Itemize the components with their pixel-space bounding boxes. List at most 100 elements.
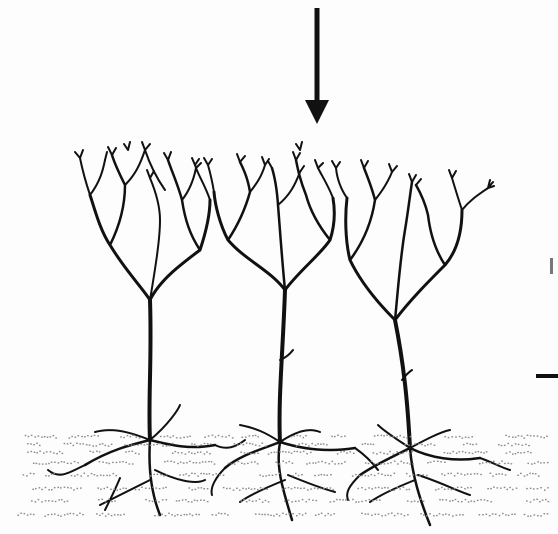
speckle-dot	[511, 445, 513, 446]
speckle-dot	[391, 513, 393, 514]
speckle-dot	[163, 475, 165, 476]
speckle-dot	[156, 500, 158, 501]
speckle-dot	[50, 436, 52, 437]
speckle-dot	[393, 453, 395, 454]
speckle-dot	[358, 501, 360, 502]
speckle-dot	[97, 487, 99, 488]
speckle-dot	[57, 487, 59, 488]
speckle-dot	[381, 515, 383, 516]
speckle-dot	[484, 499, 486, 500]
speckle-dot	[509, 487, 511, 488]
speckle-dot	[449, 500, 451, 501]
speckle-dot	[194, 453, 196, 454]
speckle-dot	[364, 443, 366, 444]
speckle-dot	[528, 445, 530, 446]
speckle-dot	[208, 461, 210, 462]
speckle-dot	[378, 473, 380, 474]
speckle-dot	[48, 500, 50, 501]
speckle-dot	[477, 500, 479, 501]
speckle-dot	[381, 488, 383, 489]
speckle-dot	[161, 514, 163, 515]
speckle-dot	[414, 443, 416, 444]
speckle-dot	[125, 451, 127, 452]
speckle-dot	[274, 452, 276, 453]
speckle-dot	[105, 501, 107, 502]
speckle-dot	[321, 513, 323, 514]
speckle-dot	[41, 501, 43, 502]
speckle-dot	[293, 435, 295, 436]
speckle-dot	[463, 444, 465, 445]
speckle-dot	[470, 487, 472, 488]
speckle-dot	[272, 475, 274, 476]
speckle-dot	[189, 487, 191, 488]
speckle-dot	[189, 513, 191, 514]
speckle-dot	[183, 462, 185, 463]
speckle-dot	[295, 473, 297, 474]
speckle-dot	[375, 487, 377, 488]
speckle-dot	[526, 488, 528, 489]
speckle-dot	[120, 514, 122, 515]
speckle-dot	[365, 489, 367, 490]
speckle-dot	[189, 436, 191, 437]
dendrite-tuft	[332, 160, 494, 188]
dendrite	[90, 195, 150, 300]
speckle-dot	[237, 445, 239, 446]
speckle-dot	[308, 499, 310, 500]
speckle-dot	[94, 435, 96, 436]
speckle-dot	[67, 513, 69, 514]
speckle-dot	[138, 489, 140, 490]
speckle-dot	[538, 475, 540, 476]
speckle-dot	[412, 474, 414, 475]
speckle-dot	[245, 488, 247, 489]
speckle-dot	[176, 500, 178, 501]
speckle-dot	[296, 445, 298, 446]
speckle-dot	[67, 463, 69, 464]
speckle-dot	[259, 499, 261, 500]
speckle-dot	[452, 500, 454, 501]
speckle-dot	[459, 451, 461, 452]
speckle-dot	[191, 489, 193, 490]
dendrite	[350, 168, 375, 260]
speckle-dot	[530, 452, 532, 453]
speckle-dot	[260, 487, 262, 488]
speckle-dot	[144, 444, 146, 445]
speckle-dot	[318, 514, 320, 515]
speckle-dot	[455, 499, 457, 500]
speckle-dot	[369, 499, 371, 500]
speckle-dot	[218, 435, 220, 436]
speckle-dot	[404, 515, 406, 516]
speckle-dot	[47, 514, 49, 515]
speckle-dot	[84, 473, 86, 474]
speckle-dot	[234, 463, 236, 464]
speckle-dot	[77, 488, 79, 489]
speckle-dot	[70, 487, 72, 488]
speckle-dot	[94, 474, 96, 475]
speckle-dot	[383, 435, 385, 436]
speckle-dot	[315, 462, 317, 463]
speckle-dot	[242, 437, 244, 438]
speckle-dot	[200, 473, 202, 474]
speckle-dot	[76, 443, 78, 444]
speckle-dot	[466, 443, 468, 444]
speckle-dot	[406, 437, 408, 438]
speckle-dot	[259, 474, 261, 475]
speckle-dot	[517, 475, 519, 476]
speckle-dot	[247, 452, 249, 453]
speckle-dot	[50, 451, 52, 452]
speckle-dot	[296, 515, 298, 516]
speckle-dot	[225, 436, 227, 437]
speckle-dot	[28, 436, 30, 437]
speckle-dot	[461, 487, 463, 488]
speckle-dot	[483, 452, 485, 453]
speckle-dot	[262, 443, 264, 444]
speckle-dot	[98, 499, 100, 500]
speckle-dot	[468, 437, 470, 438]
speckle-dot	[194, 500, 196, 501]
speckle-dot	[39, 451, 41, 452]
speckle-dot	[527, 451, 529, 452]
speckle-dot	[233, 490, 235, 491]
speckle-dot	[341, 463, 343, 464]
speckle-dot	[257, 463, 259, 464]
speckle-dot	[245, 437, 247, 438]
